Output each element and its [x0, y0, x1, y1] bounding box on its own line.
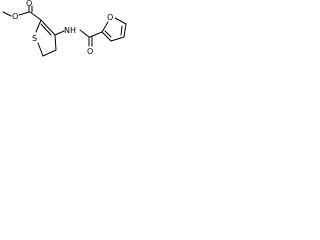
furan-c4-c3-bond [110, 36, 125, 42]
furan-c3-c2-double-bond [104, 30, 112, 38]
ring-s-c5-bond [37, 42, 44, 57]
amide-nitrogen: NH [64, 26, 76, 35]
methyl-ester-group: O O [2, 0, 42, 21]
amide-linker: NH O [54, 26, 103, 56]
ring-c4-c3-bond [54, 34, 57, 51]
methyl-bond [2, 11, 12, 17]
amide-carbonyl-oxygen: O [87, 47, 93, 56]
furan-oxygen: O [107, 13, 113, 22]
ring-c3-c2-double-bond [40, 23, 52, 36]
ring-c3-c2-bond [40, 19, 56, 36]
furan-c5-c4-double-bond [120, 25, 123, 36]
furan-o-c5-bond [114, 17, 127, 25]
thiophene-sulfur: S [32, 34, 37, 43]
c3-n-bond [54, 30, 65, 36]
ester-to-ring-bond [29, 11, 42, 21]
ring-c2-s-bond [35, 19, 42, 33]
ester-carbonyl-oxygen: O [26, 0, 32, 8]
furan-c5-c4-bond [123, 23, 127, 38]
furan-ring: O [101, 13, 127, 42]
ester-ether-oxygen: O [12, 12, 18, 21]
ester-o-carbonyl-bond [18, 11, 30, 16]
furan-c3-c2-bond [101, 31, 112, 42]
carbonyl-furan-bond [89, 31, 103, 38]
ring-c5-c4-bond [42, 49, 57, 57]
furan-c2-o-bond [101, 21, 109, 33]
n-carbonyl-bond [79, 29, 90, 38]
dihydrothiophene-ring: S [32, 19, 57, 57]
molecular-structure: O O S NH O O [2, 0, 127, 57]
